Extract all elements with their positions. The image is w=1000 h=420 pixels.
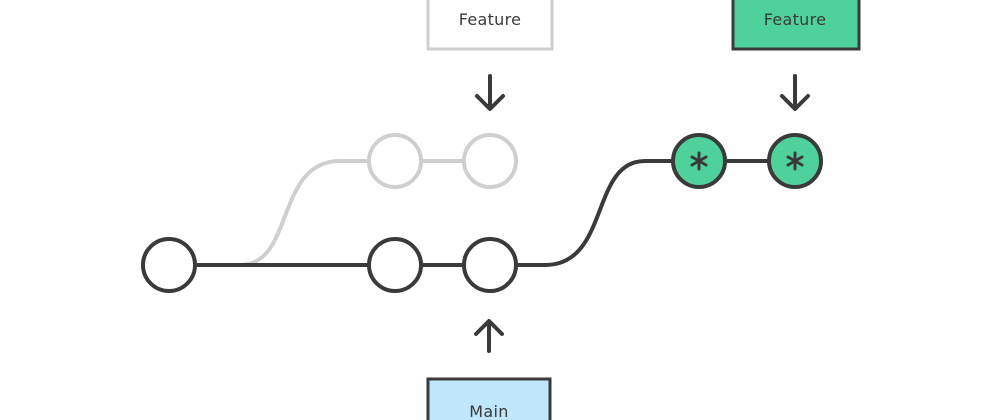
main-branch: Main [141, 237, 552, 420]
main-commit-2 [367, 237, 423, 293]
old-feature-label: Feature [459, 10, 522, 29]
new-feature-arrow-icon [780, 74, 810, 111]
main-commit-3 [462, 237, 518, 293]
old-feature-commit-1 [367, 133, 423, 189]
main-arrow-icon [474, 319, 504, 353]
main-label-box [426, 377, 552, 420]
old-feature-commit-2 [462, 133, 518, 189]
old-feature-arrow-icon [475, 74, 505, 111]
asterisk-icon [690, 151, 708, 171]
rebased-feature-branch: Feature [517, 0, 861, 267]
old-feature-branch: Feature [239, 0, 554, 267]
main-commit-1 [141, 237, 197, 293]
main-label: Main [469, 402, 508, 420]
new-feature-label: Feature [764, 10, 827, 29]
rebased-feature-commit-1 [671, 133, 727, 189]
old-feature-label-box [426, 0, 554, 51]
new-feature-label-box [731, 0, 861, 51]
old-feature-branch-line [239, 159, 368, 267]
rebased-feature-commit-2 [767, 133, 823, 189]
rebased-feature-branch-line [517, 159, 672, 267]
asterisk-icon [786, 151, 804, 171]
